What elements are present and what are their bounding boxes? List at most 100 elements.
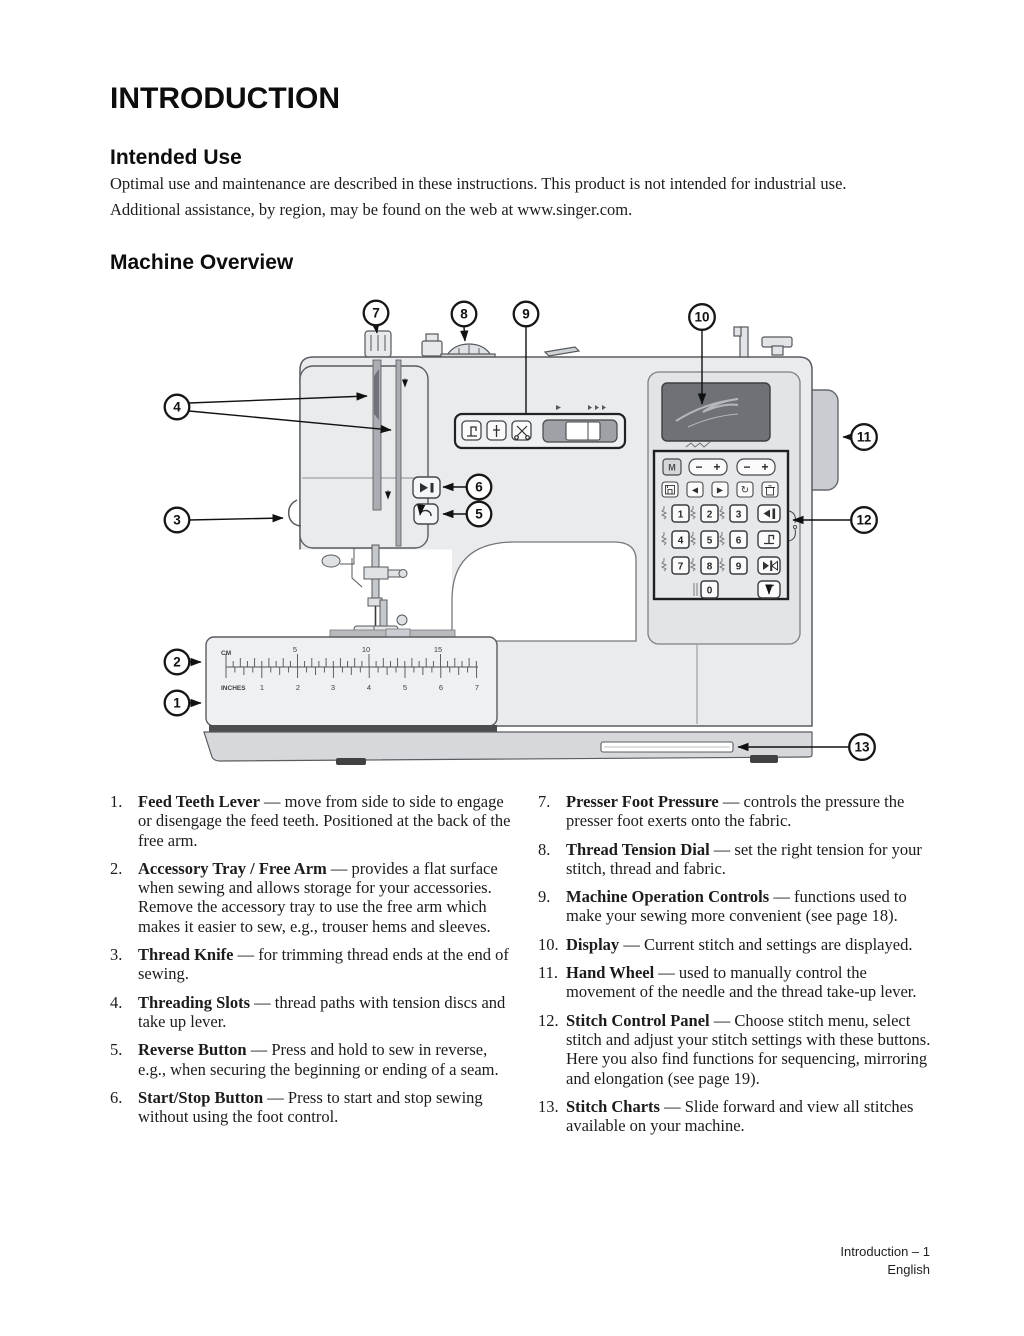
callout-5: 5 [465,500,493,528]
svg-text:9: 9 [736,562,742,573]
page-title: INTRODUCTION [110,82,340,115]
scissors-icon [514,425,530,440]
callout-8: 8 [450,300,478,328]
callout-6: 6 [465,473,493,501]
intended-use-paragraph-2: Additional assistance, by region, may be… [110,200,633,219]
svg-text:2: 2 [173,655,181,670]
legend-item-9: 9.Machine Operation Controls — functions… [538,887,907,926]
bobbin-winder-lever [543,346,581,357]
threading-slots [372,359,408,547]
legend-item-10: 10.Display — Current stitch and settings… [538,934,913,954]
legend-left-column: 1.Feed Teeth Lever — move from side to s… [110,792,512,1144]
trash-icon [765,485,775,496]
svg-text:3: 3 [173,513,181,528]
digit-keys [671,504,748,599]
callout-11: 11 [850,423,878,451]
key-1 [671,504,690,523]
speed-mark-high [588,405,606,410]
legend-item-3: 3.Thread Knife — for trimming thread end… [110,945,509,984]
menu-button [662,458,682,476]
callout-circles: 1 2 3 4 5 6 7 8 9 10 11 12 13 [163,299,878,761]
svg-text:4: 4 [173,400,181,415]
machine-foot [336,758,366,765]
callout-10: 10 [688,303,716,331]
svg-text:15: 15 [434,645,442,654]
key-6 [729,530,748,549]
callout-4: 4 [163,393,191,421]
display-screen [661,382,771,442]
svg-text:12: 12 [856,513,871,528]
key-0 [700,580,719,599]
callout-2: 2 [163,648,191,676]
ruler-cm-label: CM [221,650,231,657]
intended-use-paragraph-1: Optimal use and maintenance are describe… [110,174,847,193]
machine-head [299,365,429,549]
svg-text:7: 7 [678,562,684,573]
legend-item-12: 12.Stitch Control Panel — Choose stitch … [538,1010,931,1088]
svg-text:1: 1 [260,683,264,692]
svg-text:5: 5 [293,645,297,654]
svg-text:+: + [713,460,720,474]
reverse-icon [416,504,432,517]
arrow-right-icon: ▶ [717,486,724,495]
key-5 [700,530,719,549]
svg-text:6: 6 [736,536,742,547]
stitch-length-button [736,458,776,476]
led-light [321,554,341,568]
svg-text:7: 7 [372,306,380,321]
svg-text:10: 10 [694,310,709,325]
svg-text:5: 5 [403,683,407,692]
save-icon [665,485,675,495]
legend-item-13: 13.Stitch Charts — Slide forward and vie… [538,1096,914,1136]
ruler-inches-label: INCHES [221,685,246,692]
mirror-end-button [757,556,781,575]
presser-foot-screw [396,614,408,626]
legend-item-1: 1.Feed Teeth Lever — move from side to s… [110,792,511,850]
callout-3: 3 [163,506,191,534]
cursor-right-button [711,481,729,498]
elongation-icon [764,534,775,545]
accessory-tray [205,636,498,727]
legend-item-8: 8.Thread Tension Dial — set the right te… [538,839,922,878]
stitch-width-button [688,458,728,476]
footer-language: English [887,1261,930,1277]
stitch-control-panel: M − + − + ◀ ▶ ↻ [652,449,798,601]
operation-controls [453,405,627,450]
mirror-side-icon [763,508,776,519]
svg-text:3: 3 [736,510,742,521]
reverse-button [413,503,439,525]
callout-13: 13 [848,733,876,761]
legend: 1.Feed Teeth Lever — move from side to s… [110,792,936,1144]
needle-clamp [363,566,389,580]
svg-text:8: 8 [707,562,713,573]
svg-text:+: + [761,460,768,474]
seam-ruler: CM INCHES 5 10 15 1 2 3 4 5 6 7 [221,645,479,692]
svg-text:3: 3 [331,683,335,692]
presser-foot-up-icon [467,426,477,437]
svg-text:11: 11 [857,430,872,445]
svg-text:10: 10 [362,645,370,654]
legend-item-7: 7.Presser Foot Pressure — controls the p… [538,792,905,831]
intended-use-heading: Intended Use [110,146,242,169]
svg-text:2: 2 [707,510,713,521]
svg-text:6: 6 [475,480,483,495]
svg-text:1: 1 [678,510,684,521]
start-stop-icon [420,483,434,493]
callout-1: 1 [163,689,191,717]
speed-slider-knob [565,421,601,441]
delete-button [761,481,779,498]
callout-lines [188,322,854,752]
svg-text:5: 5 [475,507,483,522]
legend-item-6: 6.Start/Stop Button — Press to start and… [110,1087,483,1127]
footer-page-number: Introduction – 1 [840,1244,930,1259]
svg-text:5: 5 [707,536,713,547]
speed-mark-low [556,405,561,410]
harp-opening [451,541,637,642]
top-parts [364,326,793,359]
key-8 [700,556,719,575]
page-footer: Introduction – 1 English [840,1243,930,1278]
svg-text:4: 4 [678,536,684,547]
callout-7: 7 [362,299,390,327]
thread-knife [287,499,302,527]
